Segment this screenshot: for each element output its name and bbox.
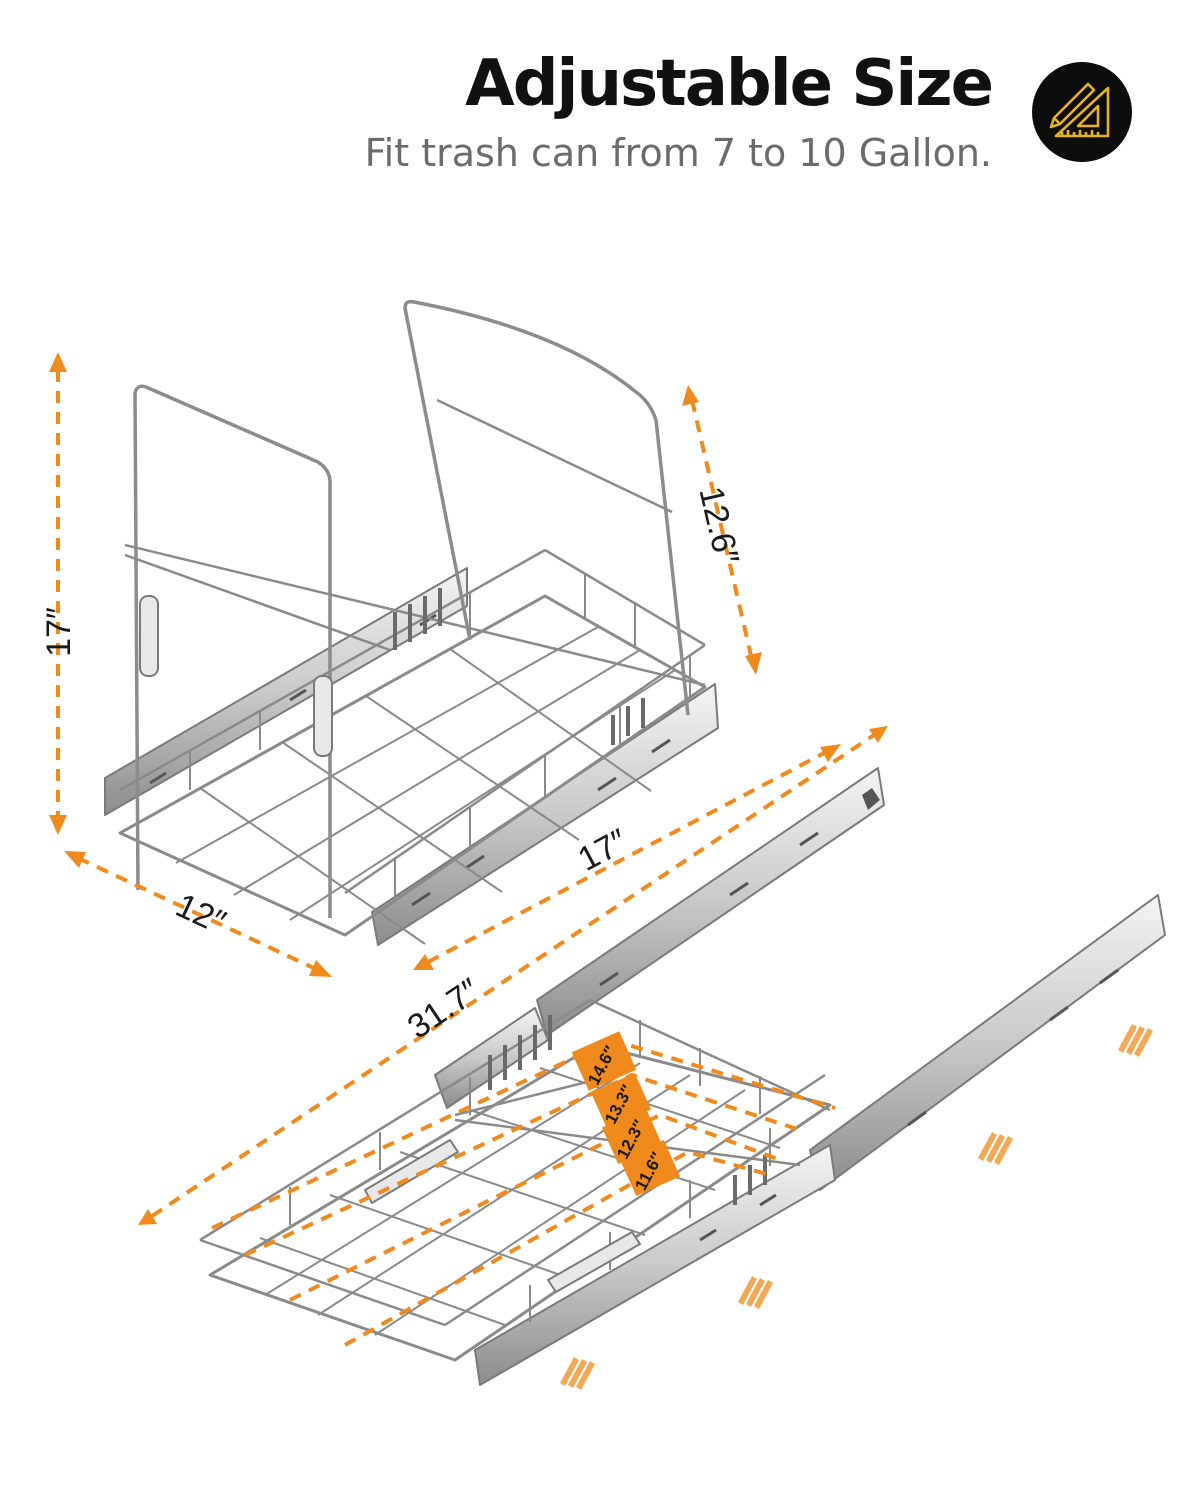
motion-hint-icons bbox=[560, 1024, 1153, 1390]
dim-line-extended-length bbox=[150, 733, 876, 1218]
dim-line-width bbox=[77, 856, 319, 972]
page-subtitle: Fit trash can from 7 to 10 Gallon. bbox=[364, 131, 992, 175]
rear-extended-rail bbox=[536, 767, 885, 1036]
dim-line-bin-4 bbox=[344, 1149, 771, 1347]
label-closed-depth: 17″ bbox=[572, 822, 634, 879]
label-width: 12″ bbox=[170, 886, 231, 942]
dim-line-bin-3 bbox=[289, 1112, 781, 1302]
label-divider-height: 12.6″ bbox=[691, 483, 746, 568]
label-extended-length: 31.7″ bbox=[401, 971, 487, 1046]
right-runner-rail bbox=[371, 683, 719, 946]
rear-divider bbox=[403, 299, 690, 716]
ruler-triangle-icon bbox=[1032, 62, 1132, 162]
page-title: Adjustable Size bbox=[465, 47, 994, 121]
closed-basket bbox=[104, 299, 719, 946]
label-closed-height: 17″ bbox=[40, 607, 78, 657]
header: Adjustable Size Fit trash can from 7 to … bbox=[0, 0, 1200, 200]
left-runner-rail bbox=[104, 567, 468, 816]
extended-basket bbox=[199, 767, 1166, 1386]
dim-line-divider-height bbox=[690, 399, 754, 661]
dimension-arrowheads bbox=[49, 352, 888, 1225]
left-divider bbox=[133, 384, 332, 918]
bin-width-tags bbox=[571, 1031, 681, 1197]
